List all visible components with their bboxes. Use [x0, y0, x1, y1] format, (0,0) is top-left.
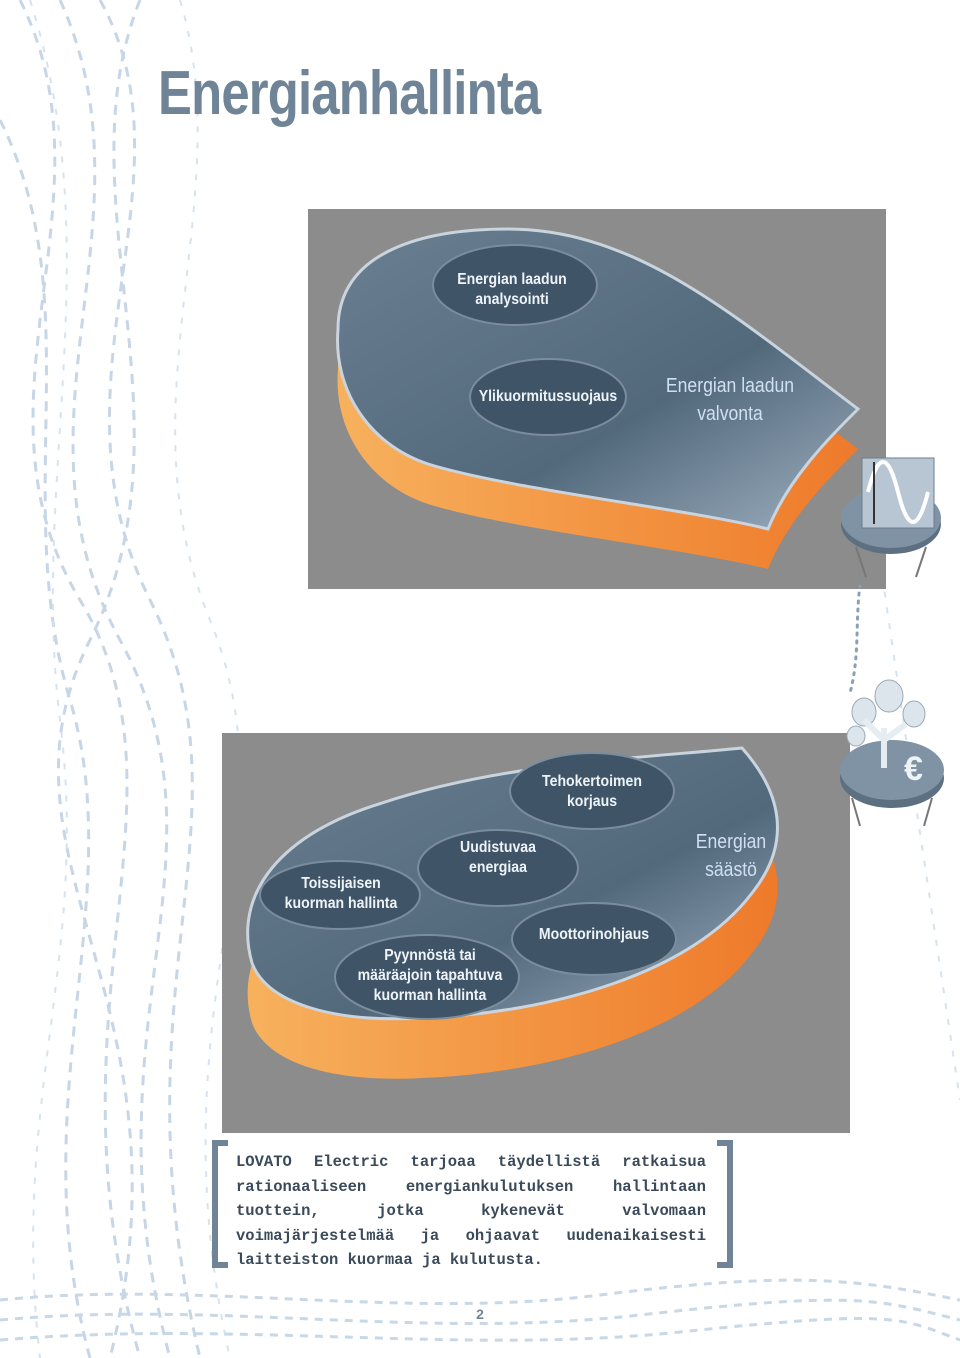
energy-saving-plate-label: Energian säästö	[695, 831, 767, 881]
motor-control-item-label: Moottorinohjaus	[538, 926, 650, 943]
page-title: Energianhallinta	[158, 59, 541, 128]
sine-wave-meter-icon	[841, 457, 941, 578]
analysis-item-label: Energian laadun analysointi	[457, 271, 567, 308]
svg-text:€: €	[904, 750, 923, 788]
footer-wave-pattern	[0, 1278, 960, 1342]
energy-quality-plate-label: Energian laadun valvonta	[665, 375, 795, 425]
secondary-load-item-label: Toissijaisen kuorman hallinta	[284, 875, 398, 912]
energy-saving-panel	[222, 733, 850, 1133]
connector-dotted-line	[848, 585, 862, 695]
renewable-item-label: Uudistuvaa energiaa	[460, 839, 536, 876]
load-management-item-label: Pyynnöstä tai määräajoin tapahtuva kuorm…	[357, 947, 503, 1004]
caption-left-bracket	[212, 1140, 228, 1268]
caption-right-bracket	[717, 1140, 733, 1268]
energy-quality-panel	[308, 209, 886, 589]
power-factor-item-label: Tehokertoimen korjaus	[542, 773, 642, 810]
page-number: 2	[476, 1306, 484, 1322]
euro-tree-icon: €	[840, 679, 944, 827]
caption-text: LOVATO Electric tarjoaa täydellistä ratk…	[236, 1153, 706, 1269]
overload-item-label: Ylikuormitussuojaus	[478, 388, 618, 405]
